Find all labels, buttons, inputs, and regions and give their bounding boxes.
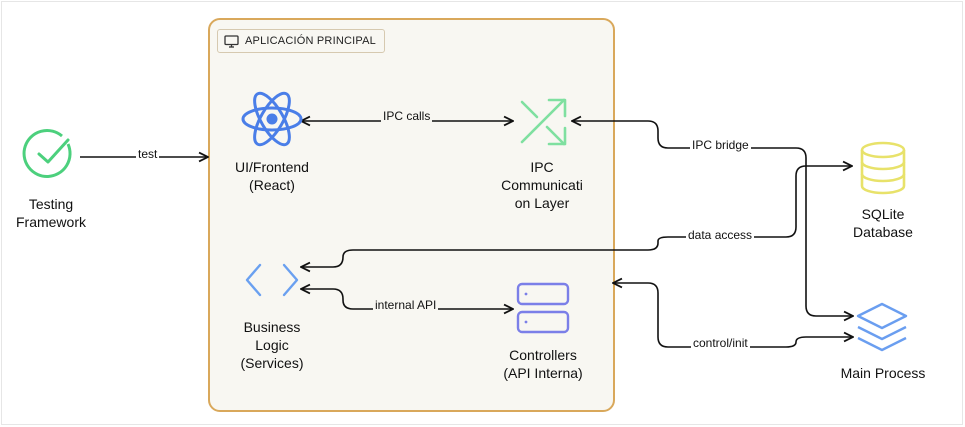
main-label-line1: Main Process [840,365,926,381]
edge-label-ipc-bridge: IPC bridge [690,138,751,152]
business-logic-label: Business Logic (Services) [222,318,322,372]
main-process-label: Main Process [826,364,940,382]
edge-label-test: test [136,147,160,161]
edge-control-init [613,283,853,348]
edge-label-control-init: control/init [691,336,750,350]
controllers-label-line1: Controllers [509,347,577,363]
edge-label-data-access: data access [686,228,755,242]
edge-data-access [301,166,852,267]
edge-label-internal-api: internal API [373,298,439,312]
sqlite-label: SQLite Database [836,205,930,241]
testing-framework-label: Testing Framework [4,195,98,231]
group-title-badge: APLICACIÓN PRINCIPAL [217,29,385,53]
ui-label-line2: (React) [249,177,295,193]
server-icon [516,282,570,334]
sqlite-label-line1: SQLite [861,206,905,222]
sqlite-label-line2: Database [853,224,913,240]
react-icon [241,91,303,147]
database-icon [860,141,906,195]
shuffle-icon [520,98,567,146]
group-title: APLICACIÓN PRINCIPAL [245,35,376,47]
business-label-line3: (Services) [240,355,304,371]
controllers-label-line2: (API Interna) [503,365,583,381]
ipc-layer-label: IPC Communicati on Layer [490,158,594,212]
controllers-label: Controllers (API Interna) [488,346,598,382]
edge-label-ipc-calls: IPC calls [381,109,433,123]
monitor-icon [224,34,239,48]
ipc-label-line3: on Layer [514,195,570,211]
check-circle-icon [22,128,72,178]
business-label-line2: Logic [255,337,289,353]
ui-frontend-label: UI/Frontend (React) [222,158,322,194]
edge-internal-api [301,289,513,309]
ipc-label-line2: Communicati [501,177,583,193]
testing-label-line2: Framework [15,214,86,230]
layers-icon [856,302,908,352]
code-brackets-icon [245,263,299,297]
ipc-label-line1: IPC [530,159,554,175]
ui-label-line1: UI/Frontend [235,159,309,175]
testing-label-line1: Testing [28,196,74,212]
business-label-line1: Business [243,319,301,335]
